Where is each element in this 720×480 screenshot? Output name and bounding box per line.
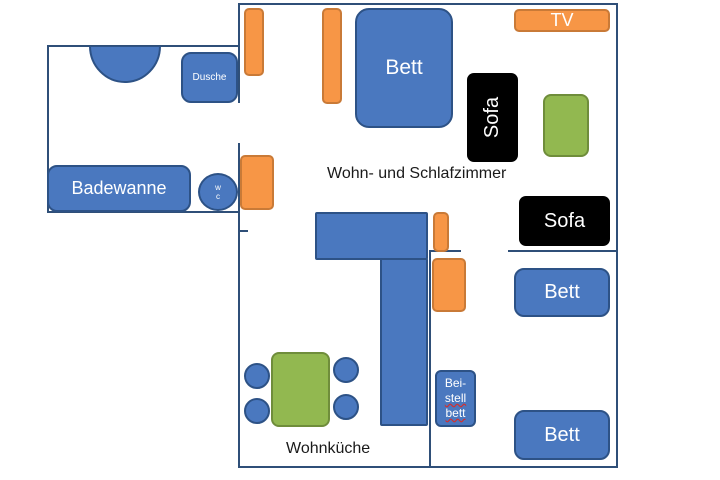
sofa-horizontal-label: Sofa — [543, 209, 586, 232]
chair-1 — [244, 363, 270, 389]
wall-main-left-lower — [238, 143, 240, 468]
beistellbett-label-line2: stell — [444, 391, 467, 405]
badewanne-label: Badewanne — [71, 178, 167, 198]
wall-bath-bottom — [47, 211, 240, 213]
beistellbett: Bei- stell bett — [435, 370, 476, 427]
room-label-wohnkueche: Wohnküche — [286, 440, 371, 457]
bathroom-sink — [88, 46, 162, 83]
cabinet-top-left — [244, 8, 264, 76]
chair-2 — [333, 357, 359, 383]
kitchen-counter-side — [380, 258, 428, 426]
chair-4 — [333, 394, 359, 420]
cabinet-left-wall — [240, 155, 274, 210]
badewanne: Badewanne — [47, 165, 191, 212]
bett-main: Bett — [355, 8, 453, 128]
kitchen-counter-top — [315, 212, 428, 260]
wall-main-right — [616, 3, 618, 468]
beistellbett-label-line3: bett — [445, 406, 466, 420]
beistellbett-label-line1: Bei- — [444, 376, 467, 390]
wall-main-top — [238, 3, 618, 5]
wc: w c — [198, 173, 238, 211]
coffee-table — [543, 94, 589, 157]
cabinet-beside-bed — [322, 8, 342, 104]
wall-kitchen-divider — [429, 250, 431, 468]
dining-table — [271, 352, 330, 427]
room-label-wohn-schlafzimmer: Wohn- und Schlafzimmer — [327, 165, 507, 182]
tv-label: TV — [550, 10, 574, 30]
bett-right-bottom-label: Bett — [544, 423, 580, 446]
tv-unit: TV — [514, 9, 610, 32]
cabinet-right-of-counter — [432, 258, 466, 312]
bett-right-top-label: Bett — [544, 281, 580, 303]
sofa-vertical: Sofa — [467, 73, 518, 162]
wall-bath-left — [47, 45, 49, 213]
chair-3 — [244, 398, 270, 424]
wall-bedroom-top — [508, 250, 618, 252]
wc-label: w c — [215, 183, 221, 201]
small-cabinet-top — [433, 212, 449, 252]
dusche: Dusche — [181, 52, 238, 103]
bett-right-bottom: Bett — [514, 410, 610, 460]
bett-main-label: Bett — [385, 56, 423, 79]
sofa-vertical-label: Sofa — [481, 96, 503, 139]
wall-main-bottom — [238, 466, 618, 468]
wall-partition-top — [238, 230, 248, 232]
dusche-label: Dusche — [192, 72, 227, 83]
bett-right-top: Bett — [514, 268, 610, 317]
wall-main-left-upper — [238, 3, 240, 103]
sofa-horizontal: Sofa — [519, 196, 610, 246]
